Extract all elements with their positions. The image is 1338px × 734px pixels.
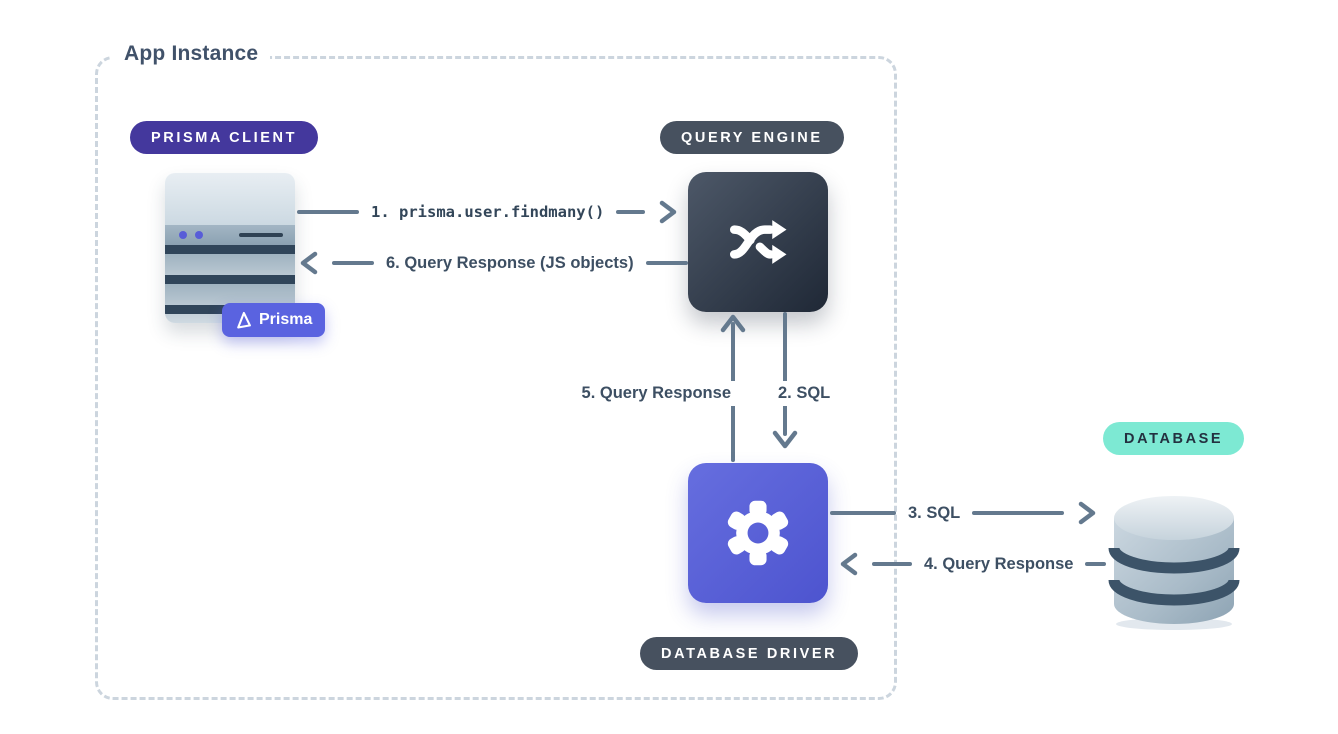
database-driver-node [688, 463, 828, 603]
app-instance-label: App Instance [112, 42, 271, 66]
prisma-logo-label: Prisma [259, 311, 313, 328]
flow-6-label: 6. Query Response (JS objects) [386, 253, 634, 272]
flow-2-line [783, 312, 787, 436]
server-icon [165, 173, 295, 323]
arrow-left-icon [840, 552, 858, 576]
flow-1: 1. prisma.user.findmany() [297, 198, 679, 226]
server-led-row [165, 225, 295, 245]
flow-3-label: 3. SQL [908, 503, 961, 522]
shuffle-icon [729, 220, 787, 264]
flow-4: 4. Query Response [838, 550, 1106, 578]
query-engine-node [688, 172, 828, 312]
server-led-dot [179, 231, 187, 239]
database-driver-badge: DATABASE DRIVER [640, 637, 859, 670]
arrow-up-icon [720, 314, 746, 333]
query-engine-badge: QUERY ENGINE [660, 121, 844, 154]
prisma-logo-badge: Prisma [222, 303, 326, 337]
database-cylinder-icon [1108, 496, 1240, 630]
server-top-panel [165, 173, 295, 225]
arrow-left-icon [300, 251, 318, 275]
prisma-logo-icon [237, 311, 251, 329]
flow-6: 6. Query Response (JS objects) [298, 249, 688, 277]
app-instance-boundary [95, 56, 897, 700]
flow-1-label: 1. prisma.user.findmany() [371, 203, 605, 221]
arrow-right-icon [1078, 501, 1096, 525]
server-slot-line [239, 233, 283, 237]
flow-3: 3. SQL [830, 499, 1098, 527]
flow-5-label: 5. Query Response [575, 381, 737, 406]
server-led-dot [195, 231, 203, 239]
flow-4-label: 4. Query Response [924, 554, 1074, 573]
gear-icon [727, 500, 789, 566]
arrow-right-icon [659, 200, 677, 224]
database-badge: DATABASE [1103, 422, 1245, 455]
arrow-down-icon [772, 430, 798, 449]
flow-2-label: 2. SQL [772, 381, 837, 406]
prisma-client-badge: PRISMA CLIENT [130, 121, 319, 154]
